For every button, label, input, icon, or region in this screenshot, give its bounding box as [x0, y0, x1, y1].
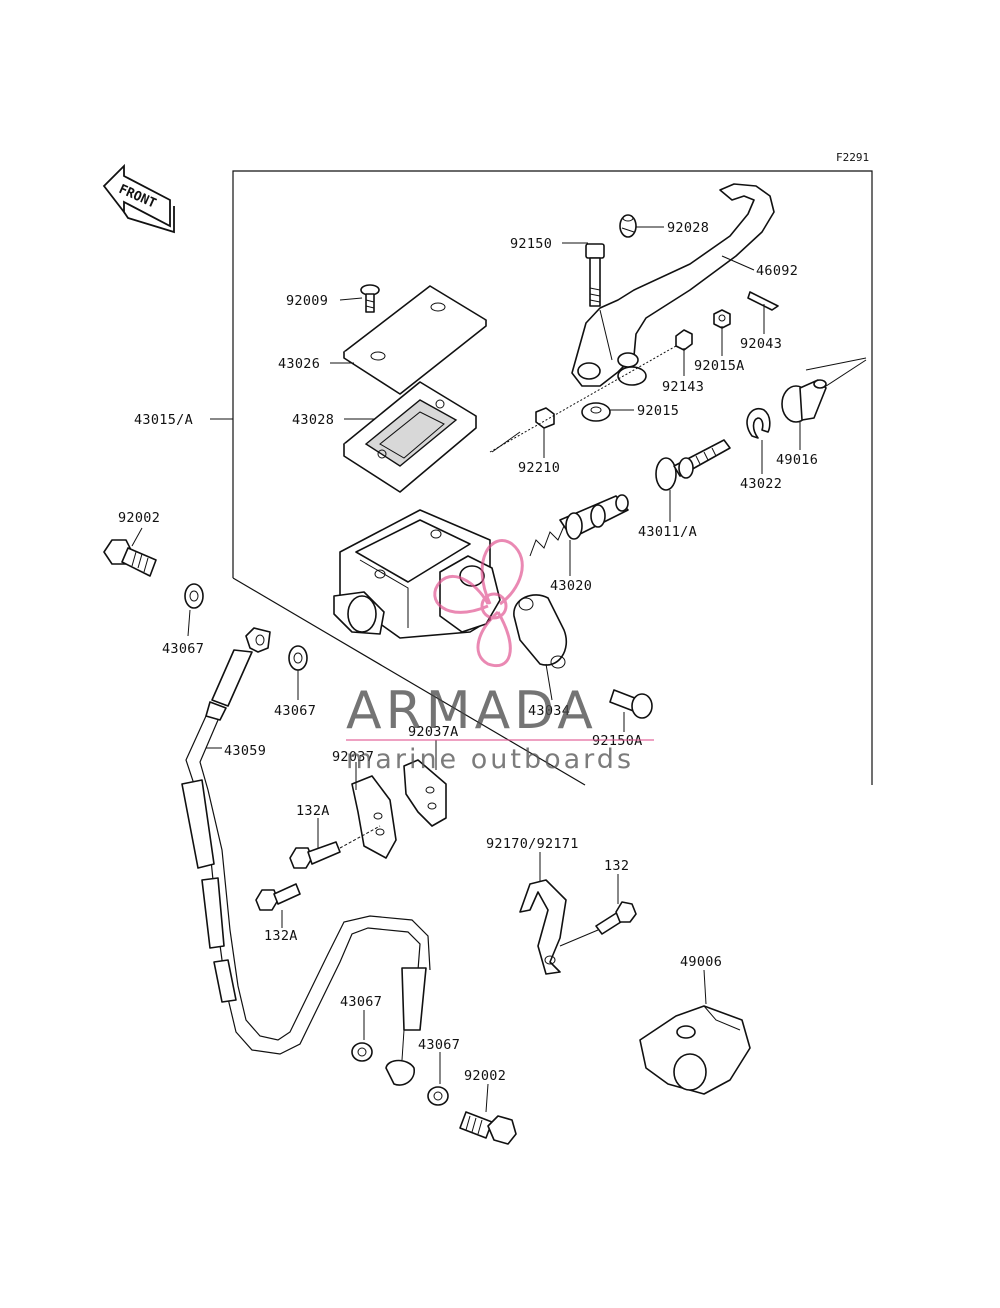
bracket-92037 [351, 775, 397, 859]
figure-code: F2291 [836, 151, 869, 164]
nut-92210 [535, 407, 555, 429]
label-92037: 92037 [332, 749, 374, 765]
label-43026: 43026 [278, 356, 320, 372]
label-43020: 43020 [550, 578, 592, 594]
label-132: 132 [604, 858, 629, 874]
label-92002-top: 92002 [118, 510, 160, 526]
watermark-tagline: marine outboards [346, 744, 634, 775]
label-43059: 43059 [224, 743, 266, 759]
label-92143: 92143 [662, 379, 704, 395]
label-132A-b: 132A [264, 928, 298, 944]
washer-43067-a [184, 583, 204, 609]
circlip [746, 407, 771, 439]
bracket-92170 [519, 879, 567, 975]
washer-43067-d [427, 1086, 449, 1106]
bolt-132A-b [255, 883, 301, 911]
label-43067-c: 43067 [340, 994, 382, 1010]
brake-lever [571, 183, 775, 387]
label-43067-a: 43067 [162, 641, 204, 657]
label-43034: 43034 [528, 703, 570, 719]
bracket-92037A [403, 759, 447, 827]
clamp [513, 594, 568, 669]
label-92015: 92015 [637, 403, 679, 419]
brake-hose [181, 627, 431, 1086]
cover-49006 [639, 1005, 751, 1095]
label-43011A: 43011/A [638, 524, 697, 540]
washer-43067-b [288, 645, 308, 671]
label-46092: 46092 [756, 263, 798, 279]
dust-boot [781, 379, 827, 423]
reservoir-cap [343, 285, 487, 395]
watermark-brand: ARMADA [346, 681, 597, 741]
label-132A-a: 132A [296, 803, 330, 819]
assembly-frame-diagonal [232, 577, 586, 786]
master-cylinder-body [333, 509, 501, 639]
label-92037A: 92037A [408, 724, 459, 740]
bush-92028 [619, 214, 637, 238]
cotter-pin [747, 291, 779, 311]
label-92210: 92210 [518, 460, 560, 476]
piston-assembly [529, 494, 629, 557]
pivot-bolt [585, 243, 605, 307]
label-92002-bottom: 92002 [464, 1068, 506, 1084]
label-92150: 92150 [510, 236, 552, 252]
part-labels: 92028 46092 92150 92009 92043 43026 9201… [118, 220, 818, 1084]
front-arrow-icon: FRONT [102, 163, 175, 234]
label-92015A: 92015A [694, 358, 745, 374]
propeller-logo-icon [433, 539, 524, 668]
bolt-132 [595, 901, 637, 935]
label-43067-d: 43067 [418, 1037, 460, 1053]
label-92009: 92009 [286, 293, 328, 309]
label-92028: 92028 [667, 220, 709, 236]
label-92043: 92043 [740, 336, 782, 352]
label-92150A: 92150A [592, 733, 643, 749]
label-43022: 43022 [740, 476, 782, 492]
watermark: ARMADA marine outboards [346, 539, 654, 775]
label-43015A: 43015/A [134, 412, 193, 428]
label-43028: 43028 [292, 412, 334, 428]
assembly-frame [232, 170, 873, 785]
push-rod [655, 439, 731, 491]
banjo-bolt-bottom [459, 1111, 517, 1145]
banjo-bolt-top [103, 539, 157, 577]
washer-43067-c [351, 1042, 373, 1062]
label-92170-92171: 92170/92171 [486, 836, 579, 852]
bushing-92143 [675, 329, 693, 351]
screw-92009 [360, 284, 380, 313]
bolt-92150A [609, 689, 653, 719]
leader-lines [131, 226, 801, 1113]
label-43067-b: 43067 [274, 703, 316, 719]
label-49006: 49006 [680, 954, 722, 970]
label-49016: 49016 [776, 452, 818, 468]
diaphragm [343, 381, 477, 493]
nut-92015A [713, 309, 731, 329]
bolt-132A-a [289, 841, 341, 869]
collar-92015 [581, 366, 647, 422]
